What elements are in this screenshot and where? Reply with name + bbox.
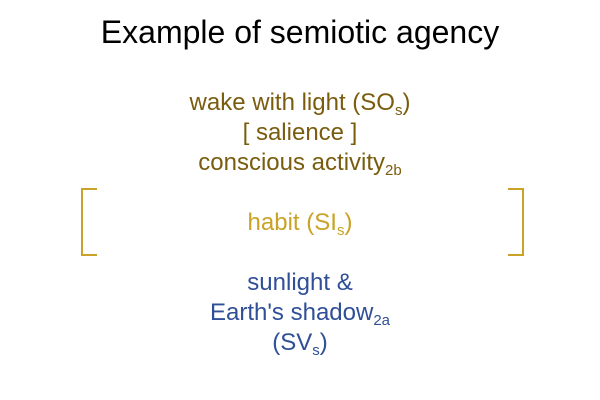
interpretant-line: habit (SIs) (0, 208, 600, 238)
vehicle-subscript: s (312, 342, 320, 359)
object-line-3: conscious activity2b (0, 148, 600, 178)
earth-shadow-label: Earth's shadow (209, 299, 374, 326)
vehicle-line-3: (SVs) (0, 328, 600, 358)
diagram-title: Example of semiotic agency (100, 14, 500, 50)
object-line-1: wake with light (SOs) (0, 88, 600, 118)
habit-subscript: s (336, 222, 345, 239)
habit-label: habit (SI (247, 209, 337, 236)
object-label-close: ) (402, 89, 411, 116)
left-bracket (81, 188, 97, 256)
vehicle-label-open: (SV (272, 329, 313, 356)
habit-label-close: ) (344, 209, 353, 236)
right-bracket (508, 188, 524, 256)
vehicle-line-2: Earth's shadow2a (0, 298, 600, 328)
earth-shadow-subscript: 2a (373, 312, 391, 329)
semiotic-interpretant-block: habit (SIs) (0, 208, 600, 238)
semiotic-object-block: wake with light (SOs) [ salience ] consc… (0, 88, 600, 178)
sunlight-label: sunlight & (247, 269, 353, 296)
object-label: wake with light (SO (189, 89, 395, 116)
salience-label: [ salience ] (242, 119, 358, 146)
conscious-activity-label: conscious activity (198, 149, 386, 176)
vehicle-label-close: ) (319, 329, 328, 356)
semiotic-vehicle-block: sunlight & Earth's shadow2a (SVs) (0, 268, 600, 358)
conscious-activity-subscript: 2b (385, 162, 402, 179)
object-subscript: s (394, 102, 403, 119)
